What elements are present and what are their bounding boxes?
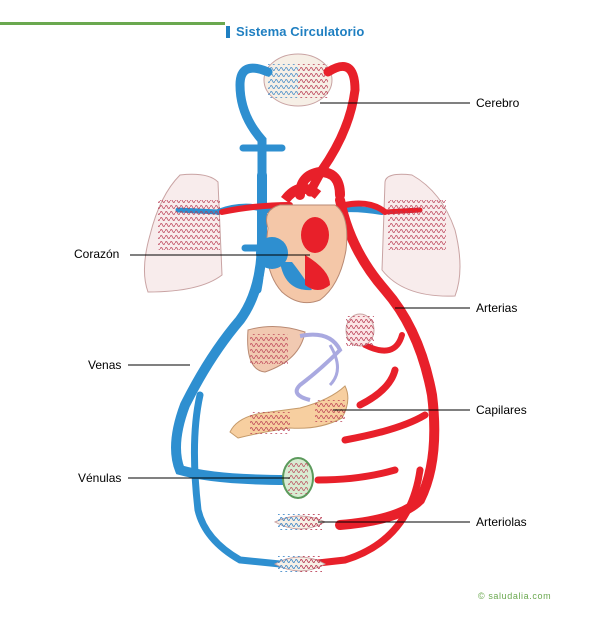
label-arteriolas: Arteriolas <box>476 515 527 529</box>
kidney <box>282 457 314 499</box>
arteriole-bed <box>273 514 327 530</box>
stomach-capillaries <box>345 313 375 347</box>
right-lung-capillaries <box>388 200 446 250</box>
heart <box>256 183 348 304</box>
label-corazon: Corazón <box>74 247 120 261</box>
liver <box>247 326 306 373</box>
lower-bed <box>273 556 327 572</box>
label-venulas: Vénulas <box>78 471 122 485</box>
right-ventricle <box>280 262 312 291</box>
label-arterias: Arterias <box>476 301 518 315</box>
page-title: Sistema Circulatorio <box>236 24 365 39</box>
brain-capillaries <box>263 53 333 107</box>
label-cerebro: Cerebro <box>476 96 520 110</box>
aortic-arch <box>281 183 322 204</box>
arteries <box>219 62 440 569</box>
credit-text: © saludalia.com <box>478 591 552 601</box>
leader-lines <box>128 102 470 523</box>
right-atrium <box>256 237 288 269</box>
header: Sistema Circulatorio <box>226 24 364 39</box>
label-capilares: Capilares <box>476 403 527 417</box>
portal-vein <box>294 332 343 402</box>
title-marker <box>226 25 230 38</box>
intestine <box>229 385 349 439</box>
left-ventricle <box>305 255 330 290</box>
header-rule <box>0 22 225 25</box>
left-lung-capillaries <box>158 200 220 250</box>
left-atrium <box>301 217 329 253</box>
label-venas: Venas <box>88 358 122 372</box>
